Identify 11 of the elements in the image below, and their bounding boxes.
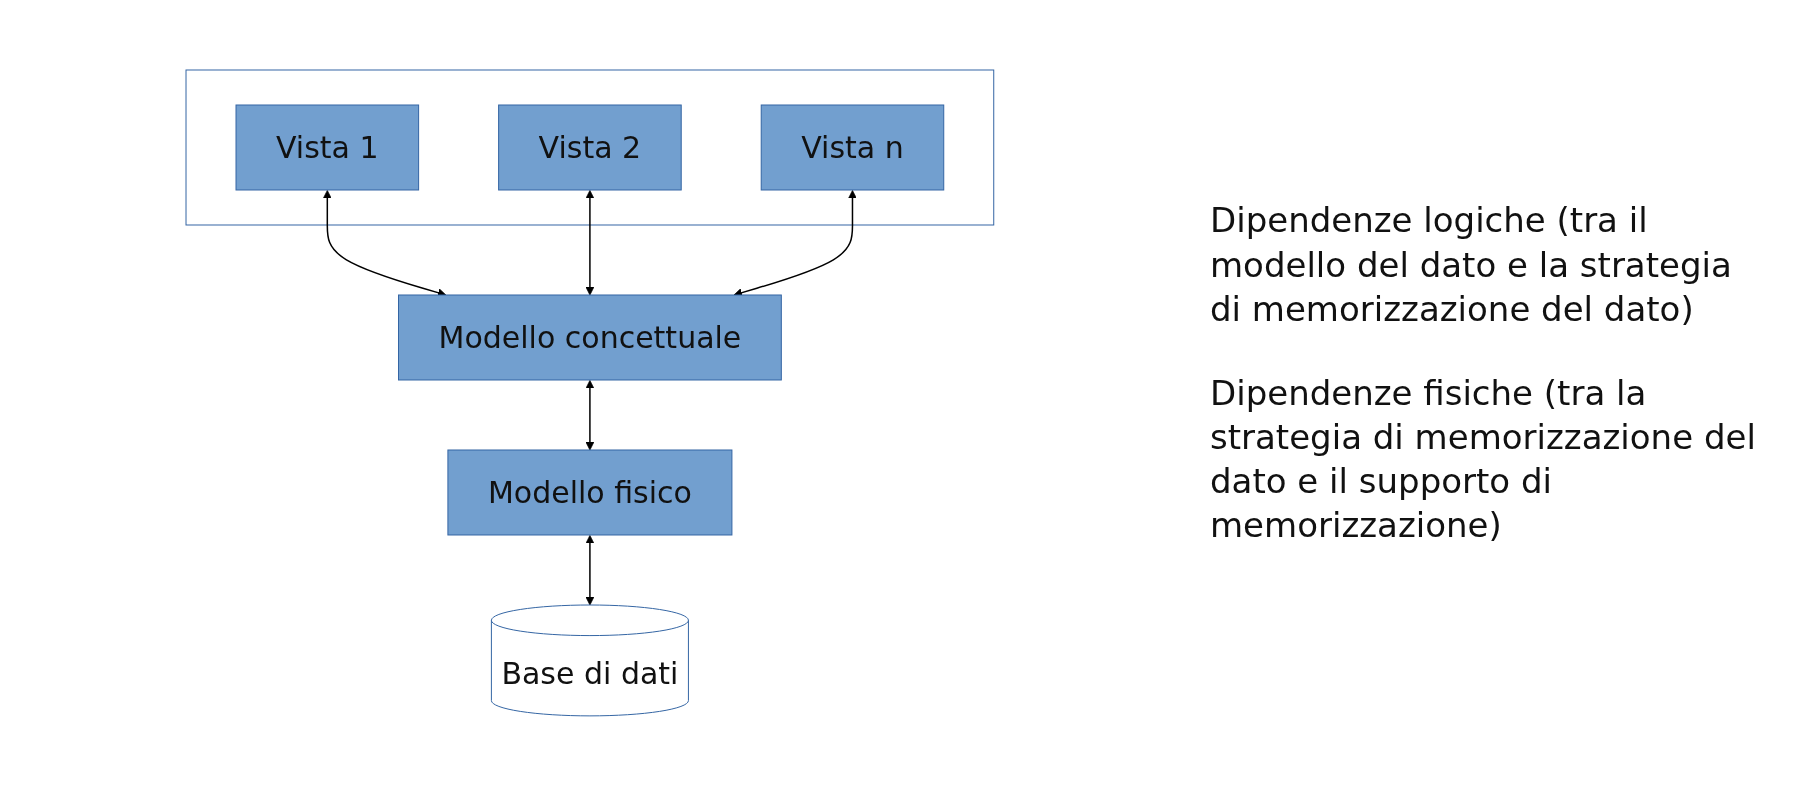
node-box: Vista n xyxy=(760,104,945,191)
node-box: Modello concettuale xyxy=(398,294,782,381)
arrow xyxy=(585,380,595,451)
node-box: Modello fisico xyxy=(447,449,733,536)
arrow xyxy=(585,190,595,296)
annotation-text: Dipendenze logiche (tra il modello del dato e la strategia di memorizzazione del dato) xyxy=(1210,199,1733,331)
cluster xyxy=(185,69,995,226)
annotation-text: Dipendenze fisiche (tra la strategia di memorizzazione del dato e il supporto di memorizzazione) xyxy=(1210,371,1757,548)
arrow xyxy=(585,535,595,606)
node-box: Vista 1 xyxy=(235,104,420,191)
node-box: Vista 2 xyxy=(498,104,682,191)
